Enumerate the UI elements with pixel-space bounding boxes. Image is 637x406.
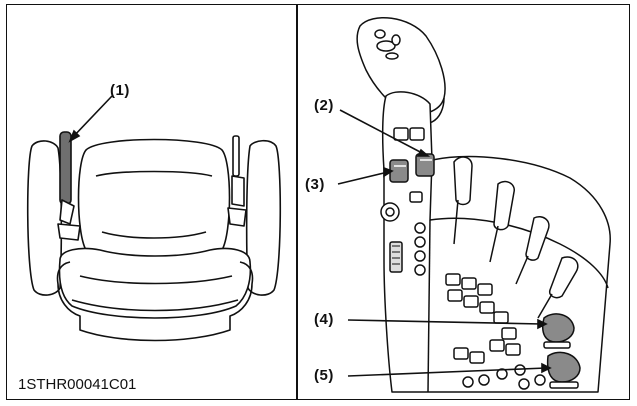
callout-3: (3) — [305, 176, 325, 193]
button-bank-upper — [445, 273, 521, 356]
callout-4: (4) — [314, 311, 334, 328]
right-armrest — [245, 139, 282, 296]
switch-2 — [415, 153, 435, 177]
seat-base — [56, 261, 254, 342]
joystick-handle — [356, 16, 446, 116]
figure-id: 1STHR00041C01 — [18, 376, 137, 393]
switch-4 — [542, 313, 575, 343]
switch-5 — [546, 351, 581, 383]
spool-lever-2 — [489, 180, 515, 263]
left-armrest — [26, 140, 63, 296]
callout-2: (2) — [314, 97, 334, 114]
spool-lever-1 — [453, 156, 473, 245]
callout-1: (1) — [110, 82, 130, 99]
panel-divider — [296, 4, 298, 400]
joystick-button-b — [376, 40, 396, 52]
button-bank-lower — [453, 347, 546, 390]
spool-lever-4 — [537, 256, 579, 319]
joystick-button-a — [374, 29, 386, 39]
joystick-button-c — [391, 34, 401, 46]
callout-5: (5) — [314, 367, 334, 384]
spool-lever-3 — [515, 216, 550, 285]
